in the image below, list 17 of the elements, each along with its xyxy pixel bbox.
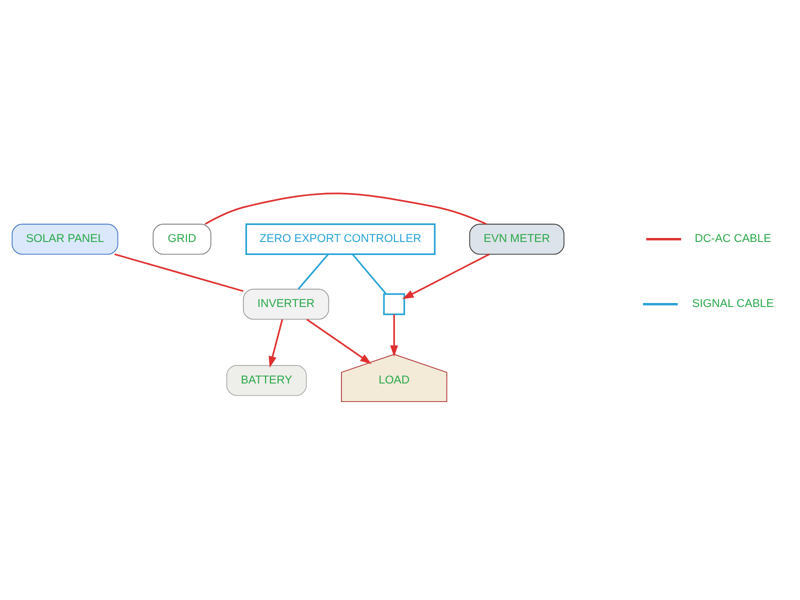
node-box: BATTERY	[226, 365, 307, 396]
node-box: GRID	[152, 224, 212, 255]
legend-label: DC-AC CABLE	[694, 233, 772, 246]
arrow	[268, 319, 284, 368]
arrow	[402, 254, 490, 300]
node-box: EVN METER	[469, 224, 564, 255]
connector	[298, 254, 329, 290]
node-box: ZERO EXPORT CONTROLLER	[245, 223, 436, 256]
node-box	[383, 293, 406, 316]
connector	[114, 253, 244, 292]
connector	[204, 192, 487, 225]
arrow	[390, 314, 398, 357]
connector	[352, 254, 387, 295]
node-box: INVERTER	[242, 288, 330, 320]
legend-label: SIGNAL CABLE	[692, 298, 774, 310]
arrow	[306, 318, 372, 364]
node-box: SOLAR PANEL	[12, 224, 118, 255]
